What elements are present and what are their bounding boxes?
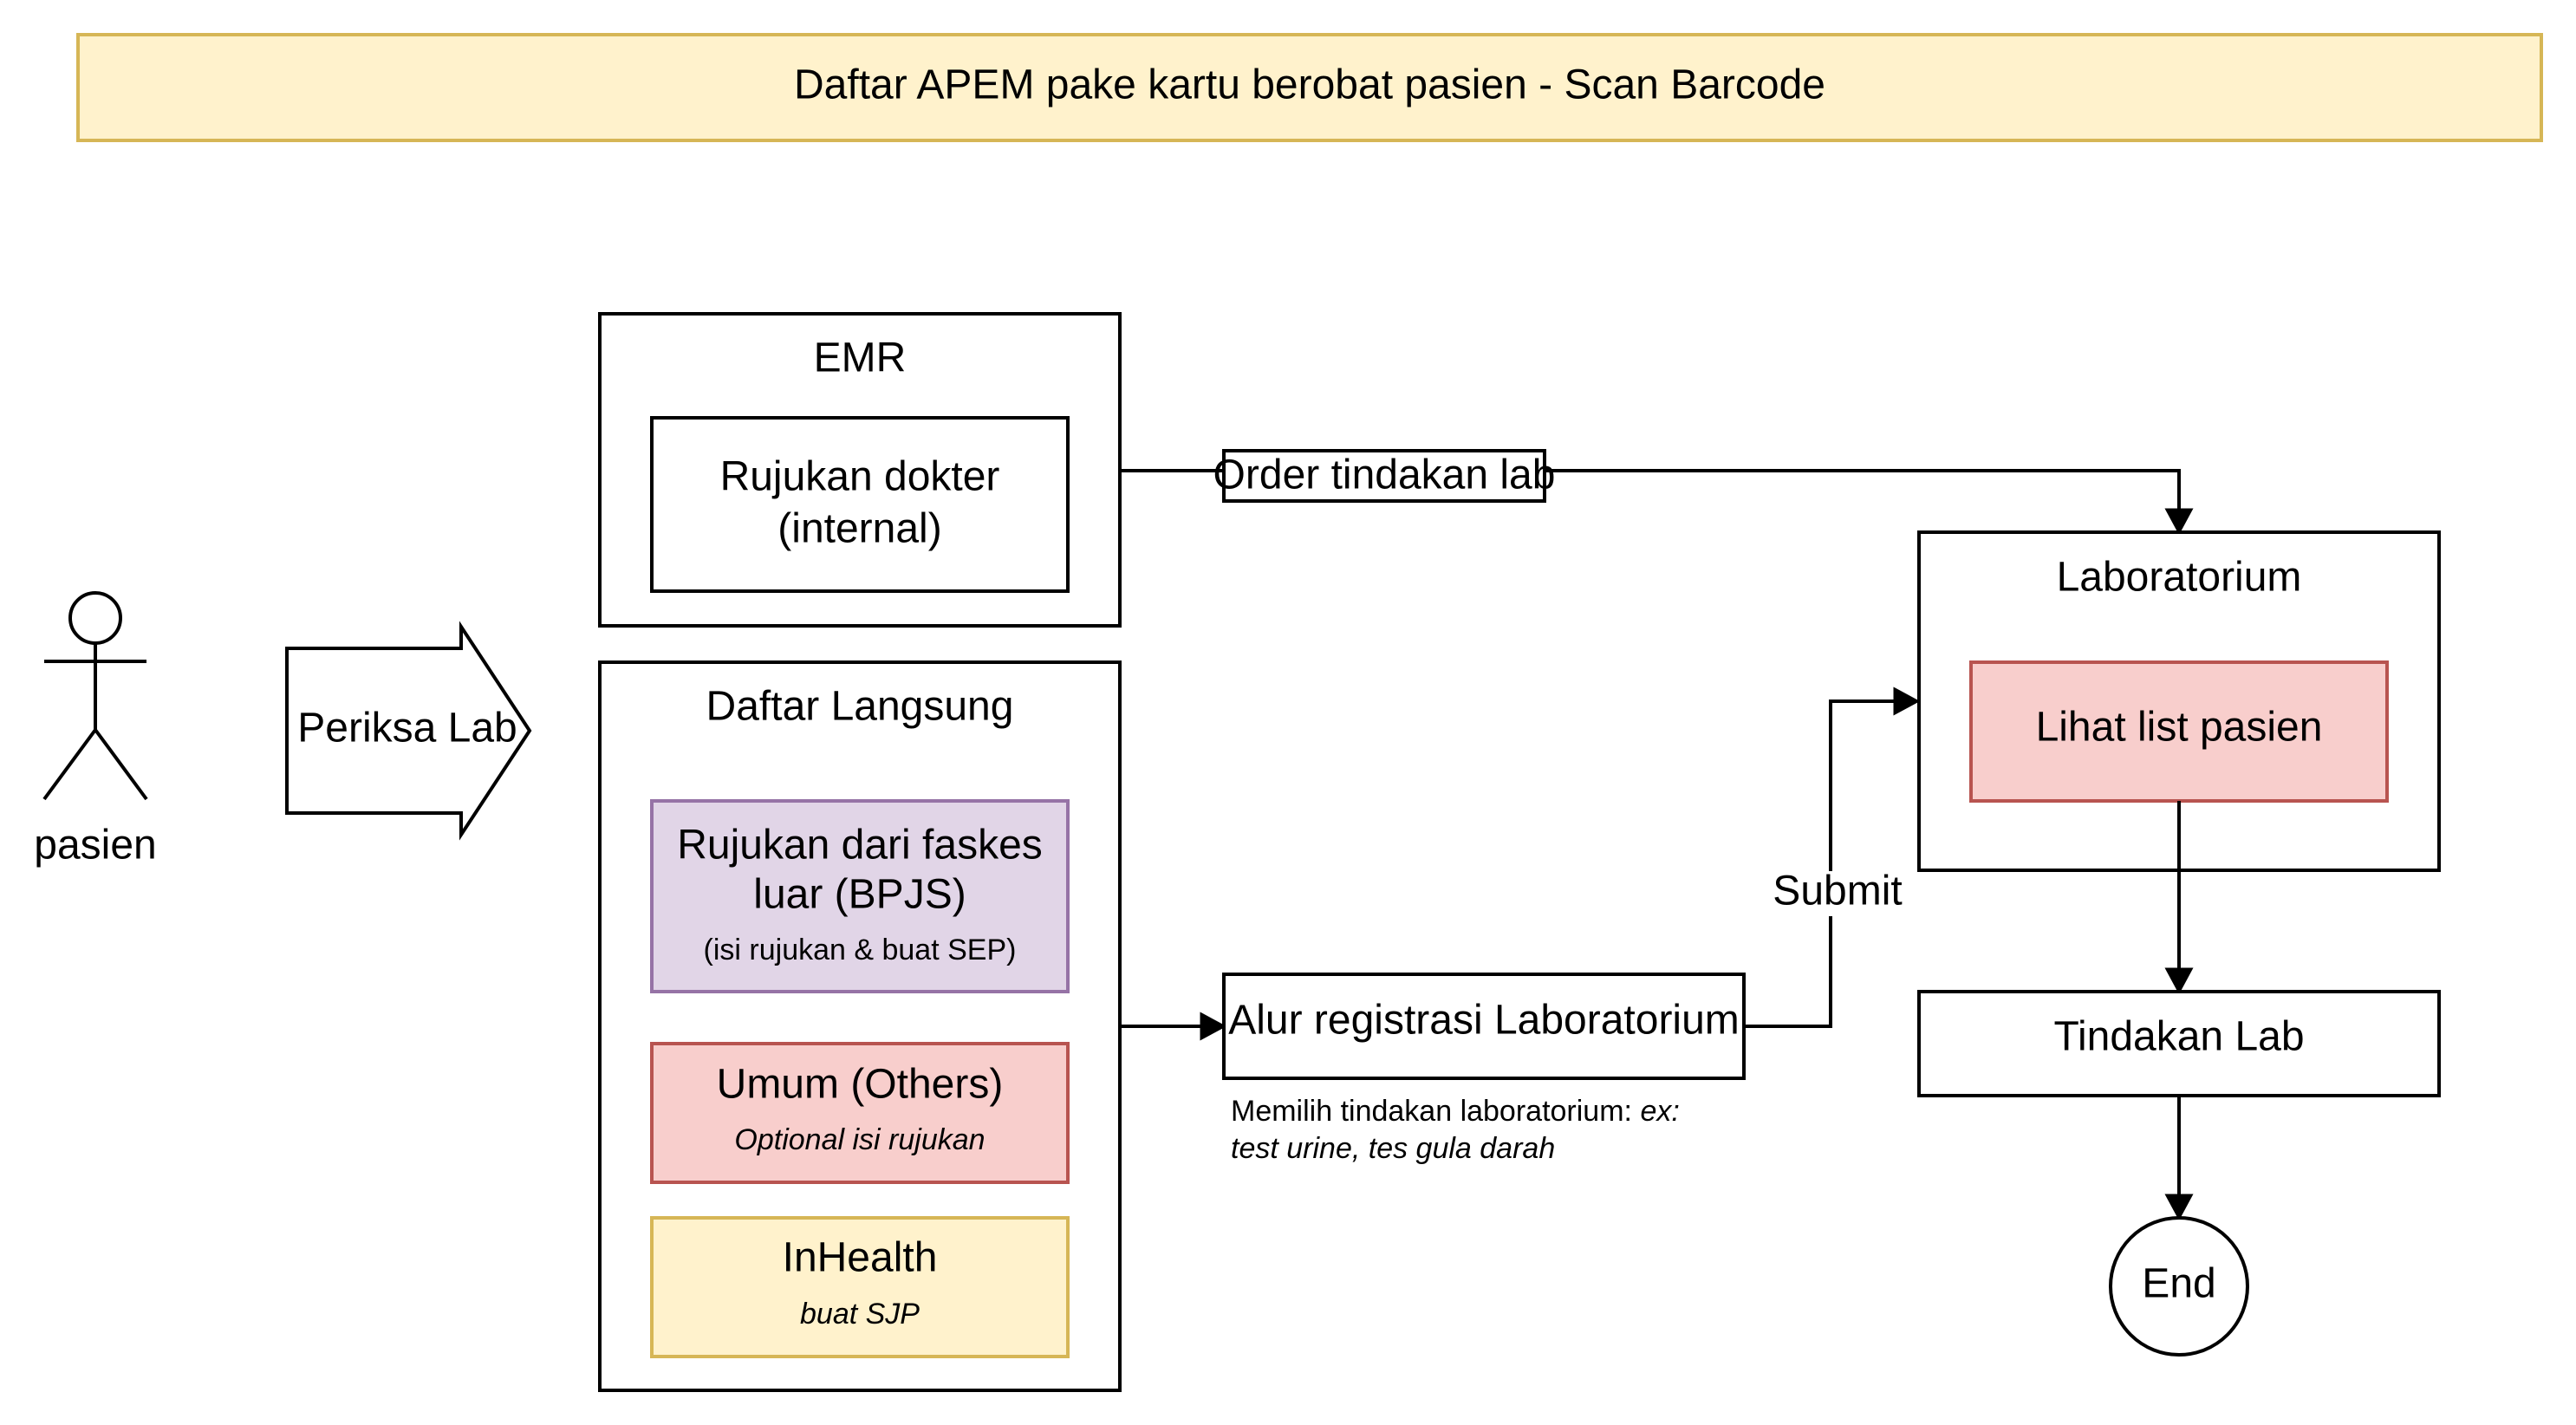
end-terminal: End xyxy=(2109,1216,2249,1357)
alur-registrasi-label: Alur registrasi Laboratorium xyxy=(1228,998,1740,1044)
rujukan-bpjs-line1: Rujukan dari faskes xyxy=(677,823,1043,869)
submit-label-bg xyxy=(1777,871,1886,916)
submit-connector: Submit xyxy=(1744,686,1921,1028)
emr-title: EMR xyxy=(814,335,907,381)
lihat-list-pasien-box xyxy=(1969,660,2389,803)
tindakan-lab-box xyxy=(1917,990,2441,1097)
tindakan-to-end-arrowhead xyxy=(2164,1194,2194,1221)
lab-to-tindakan-arrowhead xyxy=(2164,967,2194,995)
tindakan-to-end-connector xyxy=(2164,1096,2194,1221)
rujukan-bpjs-line2: luar (BPJS) xyxy=(753,872,966,918)
end-circle xyxy=(2109,1216,2249,1357)
periksa-lab-arrow: Periksa Lab xyxy=(285,621,532,841)
emr-container: EMR Rujukan dokter (internal) xyxy=(598,312,1122,628)
submit-label: Submit xyxy=(1773,869,1902,914)
alur-registrasi: Alur registrasi Laboratorium Memilih tin… xyxy=(1222,973,1746,1165)
umum-note: Optional isi rujukan xyxy=(734,1123,985,1156)
inhealth-box xyxy=(650,1216,1070,1358)
rujukan-bpjs-note: (isi rujukan & buat SEP) xyxy=(704,934,1017,966)
rujukan-dokter-line2: (internal) xyxy=(777,506,941,552)
submit-connector-line xyxy=(1744,699,1898,1028)
laboratorium-title: Laboratorium xyxy=(2057,555,2302,601)
actor-pasien xyxy=(42,591,148,801)
rujukan-bpjs-box xyxy=(650,799,1070,993)
umum-box xyxy=(650,1042,1070,1184)
actor-right-leg xyxy=(94,728,148,801)
daftar-to-alur-connector xyxy=(1120,1012,1227,1041)
laboratorium-container: Laboratorium Lihat list pasien xyxy=(1917,530,2441,872)
banner-text: Daftar APEM pake kartu berobat pasien - … xyxy=(794,62,1825,108)
inhealth-label: InHealth xyxy=(783,1235,938,1281)
banner: Daftar APEM pake kartu berobat pasien - … xyxy=(76,33,2543,142)
actor-left-leg xyxy=(42,728,97,801)
inhealth-note: buat SJP xyxy=(800,1298,920,1331)
submit-connector-arrowhead xyxy=(1893,686,1921,716)
banner-box xyxy=(76,33,2543,142)
periksa-lab-arrow-shape xyxy=(285,621,532,841)
tindakan-lab: Tindakan Lab xyxy=(1917,990,2441,1097)
alur-registrasi-note-line1: Memilih tindakan laboratorium: ex: xyxy=(1231,1095,1680,1128)
alur-note-prefix: Memilih tindakan laboratorium: xyxy=(1231,1095,1640,1128)
order-label: Order tindakan lab xyxy=(1213,452,1556,498)
actor-head xyxy=(68,591,122,645)
tindakan-lab-label: Tindakan Lab xyxy=(2053,1014,2304,1060)
order-connector: Order tindakan lab xyxy=(1120,449,2194,536)
umum-label: Umum (Others) xyxy=(717,1062,1004,1108)
alur-registrasi-note-line2: test urine, tes gula darah xyxy=(1231,1132,1555,1165)
rujukan-dokter-line1: Rujukan dokter xyxy=(720,454,1000,500)
actor-label: pasien xyxy=(34,823,156,869)
alur-note-ex: ex: xyxy=(1640,1095,1679,1128)
end-label: End xyxy=(2142,1261,2215,1307)
lab-to-tindakan-connector xyxy=(2164,801,2194,995)
rujukan-dokter-box xyxy=(650,416,1070,593)
daftar-to-alur-arrowhead xyxy=(1200,1012,1227,1041)
order-label-box xyxy=(1222,449,1546,503)
periksa-lab-label: Periksa Lab xyxy=(297,706,517,752)
daftar-langsung-title: Daftar Langsung xyxy=(706,684,1014,730)
lihat-list-pasien-label: Lihat list pasien xyxy=(2036,705,2323,751)
alur-registrasi-box xyxy=(1222,973,1746,1080)
daftar-langsung-container: Daftar Langsung Rujukan dari faskes luar… xyxy=(598,660,1122,1392)
order-connector-arrowhead xyxy=(2164,508,2194,536)
